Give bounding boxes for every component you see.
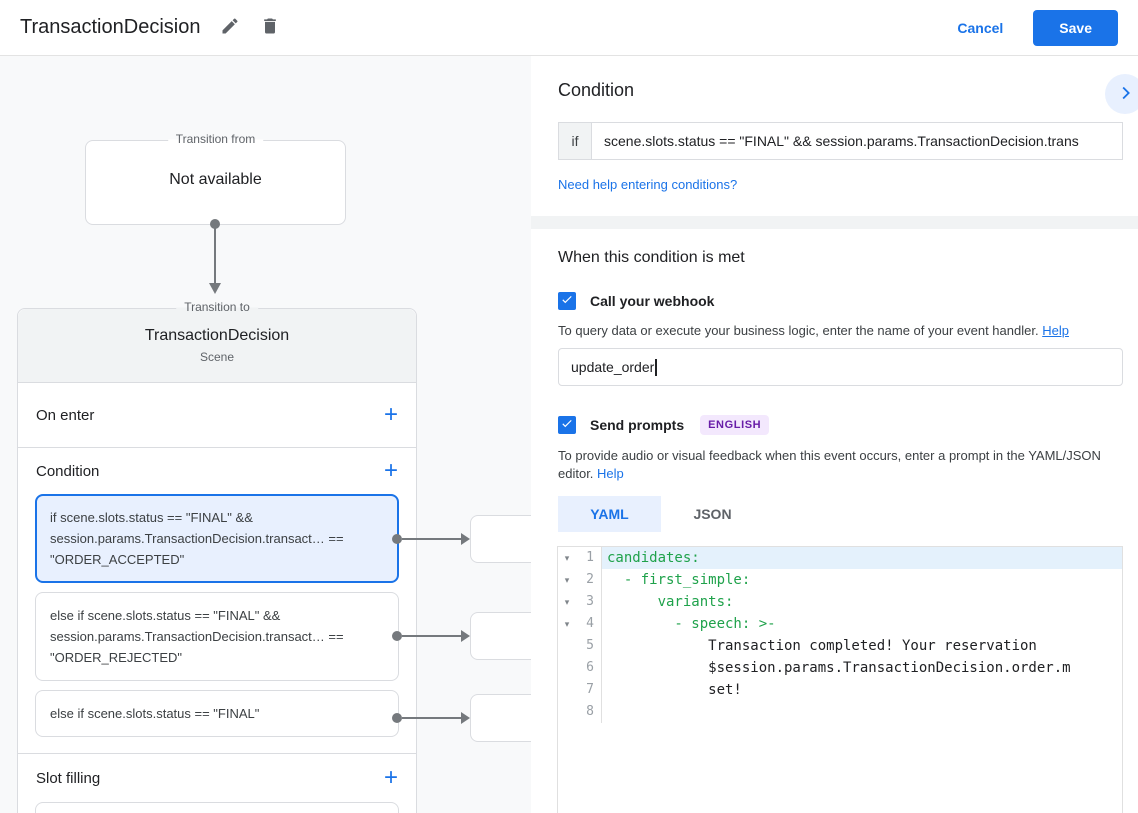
send-prompts-label: Send prompts	[590, 417, 685, 433]
prompts-help-link[interactable]: Help	[597, 466, 624, 481]
checkmark-icon	[560, 416, 574, 435]
line-number: 2	[576, 569, 602, 591]
if-prefix: if	[558, 122, 592, 160]
call-webhook-checkbox[interactable]	[558, 292, 576, 310]
condition-expression-input[interactable]: scene.slots.status == "FINAL" && session…	[591, 122, 1123, 160]
collapse-panel-button[interactable]	[1105, 74, 1138, 114]
line-number: 6	[576, 657, 602, 679]
fold-spacer	[558, 657, 576, 679]
editor-line[interactable]: 6 $session.params.TransactionDecision.or…	[558, 657, 1122, 679]
line-code[interactable]: - speech: >-	[607, 616, 776, 632]
transition-target-box[interactable]	[470, 515, 531, 563]
line-number: 1	[576, 547, 602, 569]
edit-scene-button[interactable]	[218, 16, 242, 40]
fold-toggle-icon[interactable]: ▾	[564, 575, 570, 585]
condition-card[interactable]: else if scene.slots.status == "FINAL"	[35, 690, 399, 737]
fold-toggle-icon[interactable]: ▾	[564, 553, 570, 563]
tab-json[interactable]: JSON	[661, 496, 764, 532]
line-number: 8	[576, 701, 602, 723]
line-number: 3	[576, 591, 602, 613]
add-on-enter-button[interactable]: +	[383, 401, 398, 428]
fold-toggle-icon[interactable]: ▾	[564, 619, 570, 629]
line-code[interactable]: variants:	[607, 594, 734, 610]
line-number: 7	[576, 679, 602, 701]
add-slot-button[interactable]: +	[383, 764, 398, 791]
slot-card-list: Slot validation	[35, 802, 399, 813]
transition-from-value: Not available	[169, 171, 262, 188]
condition-card[interactable]: else if scene.slots.status == "FINAL" &&…	[35, 592, 399, 681]
line-code[interactable]: set!	[607, 682, 742, 698]
editor-line[interactable]: 5 Transaction completed! Your reservatio…	[558, 635, 1122, 657]
transition-from-box: Transition from Not available	[85, 132, 346, 225]
line-number: 4	[576, 613, 602, 635]
send-prompts-checkbox[interactable]	[558, 416, 576, 434]
scene-type: Scene	[199, 350, 235, 364]
webhook-description: To query data or execute your business l…	[558, 323, 1069, 338]
condition-section: Condition + if scene.slots.status == "FI…	[18, 448, 416, 754]
line-code[interactable]: - first_simple:	[607, 572, 751, 588]
transition-to-legend: Transition to	[176, 300, 258, 314]
slot-card[interactable]: Slot validation	[35, 802, 399, 813]
cancel-button[interactable]: Cancel	[957, 19, 1004, 36]
call-webhook-label: Call your webhook	[590, 293, 715, 309]
tab-yaml[interactable]: YAML	[558, 496, 661, 532]
checkmark-icon	[560, 292, 574, 311]
text-cursor	[655, 358, 657, 376]
fold-spacer	[558, 701, 576, 723]
editor-line[interactable]: 8	[558, 701, 1122, 723]
transition-target-box[interactable]	[470, 612, 531, 660]
when-condition-title: When this condition is met	[558, 249, 745, 266]
slot-filling-section: Slot filling + Slot validation	[18, 754, 416, 813]
add-condition-button[interactable]: +	[383, 457, 398, 484]
page-title: TransactionDecision	[20, 16, 201, 38]
transition-target-box[interactable]	[470, 694, 531, 742]
line-code[interactable]: Transaction completed! Your reservation	[607, 638, 1037, 654]
event-handler-input[interactable]: update_order	[558, 348, 1123, 386]
top-bar: TransactionDecision Cancel Save	[0, 0, 1138, 56]
transition-from-legend: Transition from	[167, 132, 264, 146]
prompts-description: To provide audio or visual feedback when…	[558, 448, 1101, 481]
editor-line[interactable]: ▾ 3 variants:	[558, 591, 1122, 613]
line-code[interactable]: $session.params.TransactionDecision.orde…	[607, 660, 1071, 676]
save-button[interactable]: Save	[1033, 9, 1118, 46]
condition-editor-panel: Condition if scene.slots.status == "FINA…	[531, 56, 1138, 813]
condition-card-list: if scene.slots.status == "FINAL" && sess…	[35, 494, 399, 737]
scene-flow-canvas: Transition from Not available Transition…	[0, 56, 531, 813]
fold-spacer	[558, 635, 576, 657]
condition-help-link[interactable]: Need help entering conditions?	[558, 177, 738, 192]
webhook-help-link[interactable]: Help	[1042, 323, 1069, 338]
slot-filling-label: Slot filling	[36, 769, 101, 787]
editor-line[interactable]: ▾ 2 - first_simple:	[558, 569, 1122, 591]
event-handler-value: update_order	[571, 359, 655, 375]
condition-card-panel: Condition if scene.slots.status == "FINA…	[531, 56, 1138, 216]
delete-scene-button[interactable]	[258, 16, 282, 40]
trash-icon	[260, 16, 280, 39]
editor-line[interactable]: 7 set!	[558, 679, 1122, 701]
condition-panel-title: Condition	[558, 80, 635, 100]
on-enter-section: On enter +	[18, 383, 416, 448]
language-badge: ENGLISH	[700, 415, 770, 435]
line-number: 5	[576, 635, 602, 657]
editor-line[interactable]: ▾ 4 - speech: >-	[558, 613, 1122, 635]
chevron-right-icon	[1114, 82, 1136, 107]
condition-section-label: Condition	[36, 462, 100, 480]
pencil-icon	[220, 16, 240, 39]
fold-spacer	[558, 679, 576, 701]
when-condition-panel: When this condition is met Call your web…	[531, 229, 1138, 813]
scene-name: TransactionDecision	[144, 327, 290, 344]
line-code[interactable]	[602, 701, 1122, 723]
fold-toggle-icon[interactable]: ▾	[564, 597, 570, 607]
line-code[interactable]: candidates:	[602, 547, 1122, 569]
on-enter-label: On enter	[36, 406, 95, 424]
scene-header: TransactionDecision Scene	[18, 309, 416, 383]
transition-to-box: Transition to TransactionDecision Scene …	[17, 300, 417, 813]
condition-card[interactable]: if scene.slots.status == "FINAL" && sess…	[35, 494, 399, 583]
